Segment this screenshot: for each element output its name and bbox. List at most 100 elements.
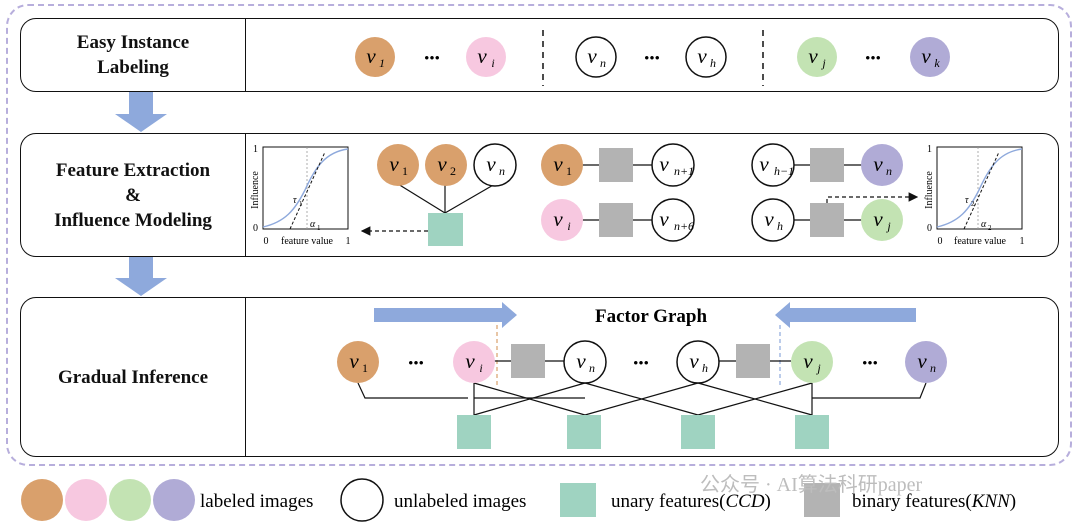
node-labeled-vj — [861, 199, 903, 241]
svg-text:i: i — [567, 219, 570, 233]
x-axis-label: feature value — [954, 236, 1006, 247]
legend-swatch-purple — [153, 479, 195, 521]
svg-text:v: v — [873, 207, 883, 231]
node-labeled-vn — [861, 144, 903, 186]
node-labeled-v1: v 1 — [355, 37, 395, 77]
node-unlabeled-vh — [751, 198, 795, 242]
legend-swatch-unary — [560, 483, 596, 517]
node-unlabeled-vn+1 — [651, 143, 695, 187]
influence-curve-plot-2: 1 0 0 1 feature value Influence τ 2 α 2 — [924, 144, 1025, 247]
svg-text:1: 1 — [253, 144, 258, 155]
node-labeled-vk: v k — [910, 37, 950, 77]
y-axis-label: Influence — [250, 171, 261, 209]
svg-text:0: 0 — [938, 236, 943, 247]
svg-text:1: 1 — [299, 200, 303, 208]
node-unlabeled-vh: v h — [685, 36, 727, 78]
svg-text:0: 0 — [927, 223, 932, 234]
svg-text:v: v — [576, 349, 586, 373]
svg-text:i: i — [491, 56, 494, 70]
svg-text:1: 1 — [346, 236, 351, 247]
fg-node-vj: v j — [791, 341, 833, 383]
binary-pair-v1-vn+1: v 1 v n+1 — [541, 143, 695, 187]
binary-pair-vi-vn+6: v i v n+6 — [541, 198, 695, 242]
svg-text:j: j — [820, 56, 826, 70]
propagation-arrow-left — [775, 302, 916, 328]
watermark-text: 公众号 · AI算法科研paper — [700, 473, 923, 496]
ellipsis: ••• — [424, 51, 440, 67]
svg-text:v: v — [437, 152, 447, 176]
legend-binary-text: binary features(KNN) — [852, 491, 1016, 512]
svg-text:τ: τ — [293, 195, 297, 206]
svg-text:v: v — [764, 207, 774, 231]
svg-text:v: v — [917, 349, 927, 373]
svg-text:n: n — [499, 164, 505, 178]
legend-swatch-pink — [65, 479, 107, 521]
node-unlabeled-vn+6 — [651, 198, 695, 242]
legend-unlabeled-text: unlabeled images — [394, 491, 526, 512]
svg-text:v: v — [366, 44, 376, 68]
svg-text:v: v — [697, 44, 707, 68]
ellipsis: ••• — [408, 356, 424, 372]
node-labeled-v1: v 1 — [377, 144, 419, 186]
binary-pair-vh-vj: v h v j — [751, 192, 919, 242]
legend-unary-text: unary features(CCD) — [611, 491, 771, 512]
svg-text:1: 1 — [362, 361, 368, 375]
svg-text:v: v — [873, 152, 883, 176]
node-labeled-vi: v i — [466, 37, 506, 77]
ellipsis: ••• — [865, 51, 881, 67]
svg-text:v: v — [803, 349, 813, 373]
svg-text:n+1: n+1 — [674, 164, 694, 178]
svg-text:0: 0 — [253, 223, 258, 234]
svg-text:2: 2 — [988, 224, 992, 232]
binary-feature-square — [810, 203, 844, 237]
fg-node-vh: v h — [676, 340, 720, 384]
svg-text:1: 1 — [927, 144, 932, 155]
tangent-line — [963, 151, 1000, 230]
node-unlabeled-vn: v n — [473, 143, 517, 187]
svg-text:v: v — [465, 349, 475, 373]
unary-feature-group: v 1 v 2 v n — [360, 143, 517, 246]
svg-text:1: 1 — [566, 164, 572, 178]
svg-text:n+6: n+6 — [674, 219, 694, 233]
svg-text:v: v — [587, 44, 597, 68]
svg-text:i: i — [479, 361, 482, 375]
node-labeled-vi — [541, 199, 583, 241]
influence-curve-plot-1: 1 0 0 1 feature value Influence τ 1 α 1 — [250, 144, 351, 247]
fg-node-v1: v 1 — [337, 341, 379, 383]
legend-swatch-green — [109, 479, 151, 521]
svg-text:0: 0 — [264, 236, 269, 247]
svg-text:v: v — [921, 44, 931, 68]
svg-text:v: v — [477, 44, 487, 68]
svg-text:v: v — [659, 152, 669, 176]
stage-label-inference: Gradual Inference — [57, 366, 209, 388]
ellipsis: ••• — [862, 356, 878, 372]
svg-text:1: 1 — [402, 164, 408, 178]
svg-text:τ: τ — [965, 195, 969, 206]
legend-swatch-unlabeled — [340, 478, 384, 522]
svg-text:1: 1 — [1020, 236, 1025, 247]
stage-arrow-down — [115, 257, 167, 296]
legend: labeled images unlabeled images unary fe… — [21, 478, 1016, 522]
stage-divider — [245, 19, 246, 91]
svg-text:2: 2 — [450, 164, 456, 178]
svg-text:v: v — [553, 152, 563, 176]
dashed-arrow-to-curve — [826, 192, 919, 203]
tangent-line — [289, 151, 326, 230]
ellipsis: ••• — [633, 356, 649, 372]
legend-swatch-binary — [804, 483, 840, 517]
stage-divider — [245, 298, 246, 456]
svg-text:h: h — [777, 219, 783, 233]
node-unlabeled-vn: v n — [575, 36, 617, 78]
legend-labeled-text: labeled images — [200, 491, 313, 512]
factor-graph-title: Factor Graph — [595, 306, 707, 327]
unary-feature-square — [795, 415, 829, 449]
stage-arrow-down — [115, 92, 167, 132]
easy-instance-nodes: v 1 ••• v i v n ••• v h v j ••• v — [355, 30, 950, 86]
binary-feature-square — [810, 148, 844, 182]
unary-feature-square — [457, 415, 491, 449]
svg-text:v: v — [689, 349, 699, 373]
svg-text:v: v — [349, 349, 359, 373]
